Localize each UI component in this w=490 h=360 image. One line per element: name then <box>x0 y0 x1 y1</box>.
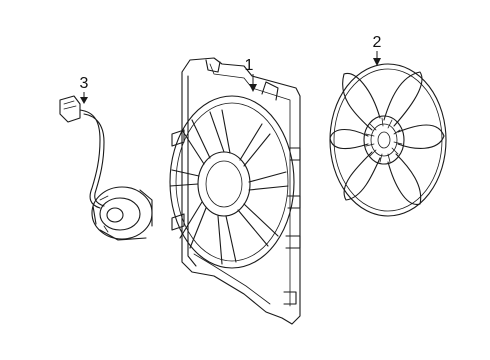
callout-1-arrowhead <box>249 84 257 92</box>
callout-2: 2 <box>373 34 382 66</box>
callout-2-label: 2 <box>373 34 382 51</box>
fan-blade-part <box>329 63 447 217</box>
fan-shroud-part <box>169 57 301 325</box>
callout-3-arrowhead <box>80 97 88 104</box>
callout-1: 1 <box>245 57 257 92</box>
callout-1-label: 1 <box>245 57 254 74</box>
callout-3: 3 <box>80 75 89 104</box>
callout-3-label: 3 <box>80 75 89 92</box>
callout-2-arrowhead <box>373 58 381 66</box>
fan-motor-part <box>59 95 153 241</box>
